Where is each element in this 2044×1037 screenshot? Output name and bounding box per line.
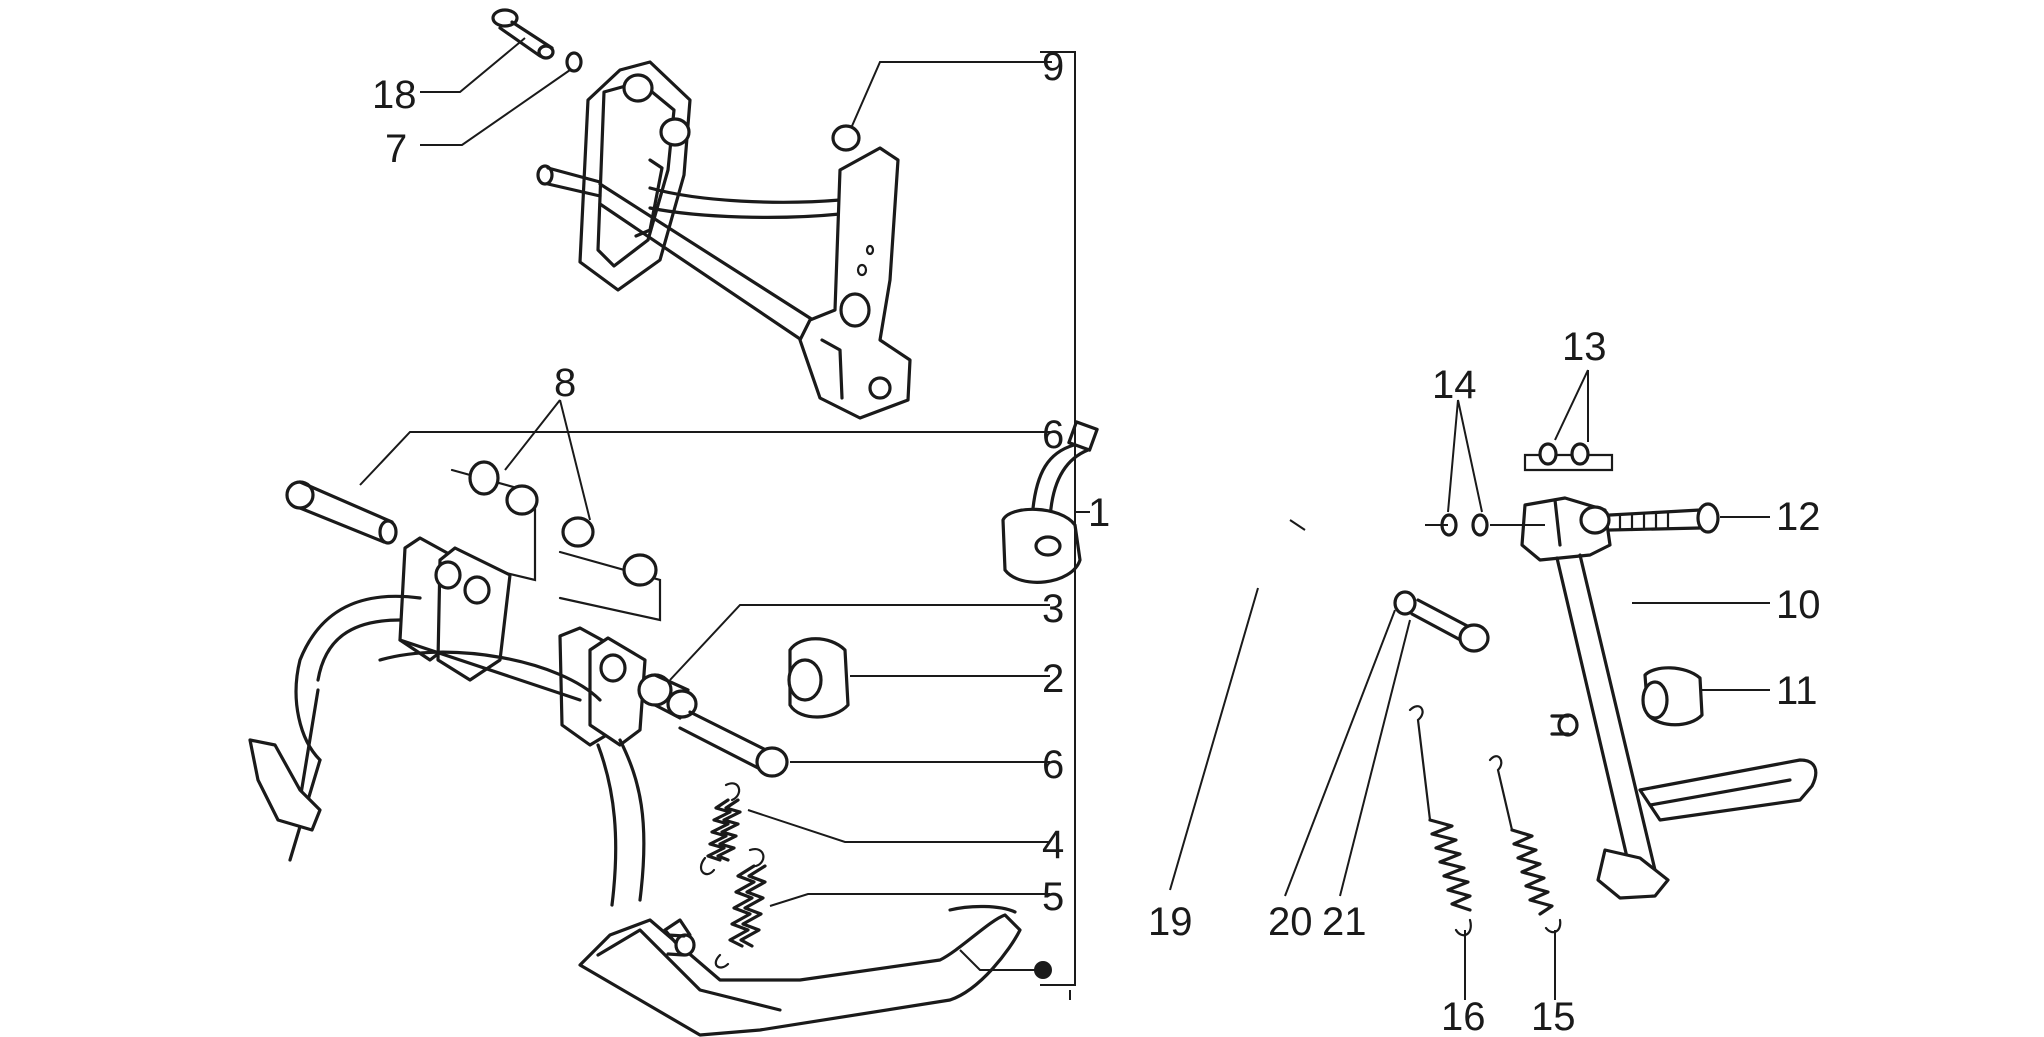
part-13-washers bbox=[1523, 442, 1614, 472]
side-stand-assembly bbox=[1001, 420, 1818, 937]
center-stand-assembly bbox=[248, 460, 1022, 1037]
callout-16: 16 bbox=[1441, 995, 1486, 1037]
part-4-spring bbox=[699, 782, 742, 876]
part-16-spring bbox=[1408, 705, 1472, 937]
part-3-bushing bbox=[637, 673, 698, 720]
part-21-bolt bbox=[1410, 598, 1490, 653]
part-stand-body bbox=[248, 536, 1022, 1037]
reference-dot bbox=[1034, 961, 1052, 979]
leader-lines bbox=[359, 37, 1770, 1000]
part-7-washer bbox=[565, 51, 583, 73]
callout-11: 11 bbox=[1776, 669, 1818, 713]
part-15-spring bbox=[1488, 755, 1562, 934]
part-bracket-left-plate bbox=[578, 60, 692, 292]
callout-2: 2 bbox=[1042, 657, 1064, 701]
part-12-bolt bbox=[1608, 502, 1720, 534]
callout-14: 14 bbox=[1432, 363, 1477, 407]
part-8-nuts bbox=[450, 460, 662, 622]
callout-10: 10 bbox=[1776, 583, 1821, 627]
callout-1: 1 bbox=[1088, 491, 1110, 535]
callout-13: 13 bbox=[1562, 325, 1607, 369]
part-bracket-right-plate bbox=[798, 146, 912, 420]
part-9-nut bbox=[831, 124, 861, 152]
callout-7: 7 bbox=[385, 127, 407, 171]
callout-4: 4 bbox=[1042, 823, 1064, 867]
part-pin bbox=[536, 164, 602, 198]
callout-6-upper: 6 bbox=[1042, 413, 1064, 457]
part-20-washer bbox=[1393, 590, 1417, 616]
part-14-washers bbox=[1440, 513, 1489, 537]
callout-21: 21 bbox=[1322, 900, 1367, 944]
callout-8: 8 bbox=[554, 361, 576, 405]
part-11-rubber bbox=[1641, 666, 1704, 727]
callout-20: 20 bbox=[1268, 900, 1313, 944]
callout-12: 12 bbox=[1776, 495, 1821, 539]
callout-3: 3 bbox=[1042, 587, 1064, 631]
part-stud bbox=[666, 933, 696, 957]
callout-18: 18 bbox=[372, 73, 417, 117]
callout-6-lower: 6 bbox=[1042, 743, 1064, 787]
callout-5: 5 bbox=[1042, 875, 1064, 919]
part-stud-side bbox=[1550, 713, 1579, 737]
part-6-bolt-lower bbox=[678, 710, 789, 778]
callout-9: 9 bbox=[1042, 45, 1064, 89]
part-2-rubber bbox=[787, 637, 850, 719]
part-6-bolt-upper bbox=[285, 480, 398, 545]
part-5-spring bbox=[714, 848, 767, 969]
part-19-switch bbox=[1001, 420, 1099, 584]
callout-labels: 18 7 9 8 6 1 3 2 6 4 5 13 14 12 10 11 19… bbox=[372, 45, 1821, 1037]
callout-19: 19 bbox=[1148, 900, 1193, 944]
callout-15: 15 bbox=[1531, 995, 1576, 1037]
part-18-bolt bbox=[491, 8, 555, 60]
bracket-assembly bbox=[491, 8, 912, 420]
part-10-side-stand bbox=[1520, 496, 1818, 900]
